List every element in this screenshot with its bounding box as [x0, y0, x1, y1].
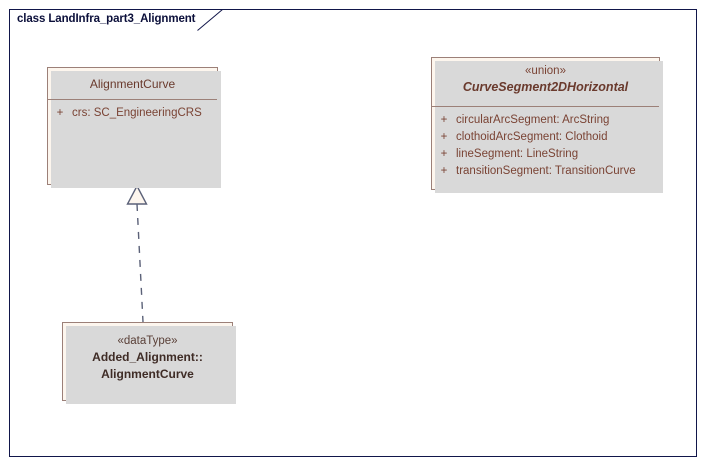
- visibility-marker: +: [440, 148, 448, 160]
- class-box-curve-segment-2d-horizontal[interactable]: «union» CurveSegment2DHorizontal + circu…: [431, 57, 663, 193]
- class-name-alignment-curve-datatype: AlignmentCurve: [101, 367, 194, 381]
- attribute-row[interactable]: + circularArcSegment: ArcString: [432, 112, 659, 129]
- attribute-label: clothoidArcSegment: Clothoid: [456, 131, 608, 143]
- class-name-curve-segment-2d-horizontal: CurveSegment2DHorizontal: [462, 80, 629, 94]
- hollow-triangle-marker: [126, 184, 148, 205]
- class-qualifier-added-alignment: Added_Alignment::: [92, 350, 203, 364]
- attribute-row[interactable]: + transitionSegment: TransitionCurve: [432, 163, 659, 180]
- class-box-added-alignment-alignment-curve[interactable]: «dataType» Added_Alignment:: AlignmentCu…: [62, 322, 236, 404]
- attribute-label: transitionSegment: TransitionCurve: [456, 165, 636, 177]
- attribute-compartment-alignment-curve: + crs: SC_EngineeringCRS: [48, 100, 217, 127]
- class-header-alignment-curve: AlignmentCurve: [48, 68, 217, 99]
- attribute-label: crs: SC_EngineeringCRS: [72, 107, 202, 119]
- visibility-marker: +: [440, 131, 448, 143]
- compartment-separator: [48, 99, 217, 100]
- class-box-alignment-curve[interactable]: AlignmentCurve + crs: SC_EngineeringCRS: [47, 67, 221, 188]
- compartment-separator: [432, 106, 659, 107]
- attribute-row[interactable]: + crs: SC_EngineeringCRS: [48, 105, 217, 122]
- class-name-alignment-curve: AlignmentCurve: [89, 77, 176, 91]
- attribute-label: circularArcSegment: ArcString: [456, 114, 610, 126]
- class-header-added-alignment-alignment-curve: «dataType» Added_Alignment:: AlignmentCu…: [63, 323, 232, 393]
- visibility-marker: +: [56, 107, 64, 119]
- diagram-title-tab[interactable]: class LandInfra_part3_Alignment: [9, 9, 200, 30]
- diagram-title-label: class LandInfra_part3_Alignment: [17, 13, 196, 26]
- attribute-label: lineSegment: LineString: [456, 148, 579, 160]
- dashed-line: [136, 203, 144, 323]
- visibility-marker: +: [440, 114, 448, 126]
- attribute-row[interactable]: + lineSegment: LineString: [432, 146, 659, 163]
- stereotype-label-union: «union»: [525, 65, 566, 77]
- visibility-marker: +: [440, 165, 448, 177]
- diagram-tab-slant-edge: [197, 9, 224, 31]
- stereotype-label-datatype: «dataType»: [117, 335, 178, 347]
- class-header-curve-segment-2d-horizontal: «union» CurveSegment2DHorizontal: [432, 58, 659, 106]
- attribute-row[interactable]: + clothoidArcSegment: Clothoid: [432, 129, 659, 146]
- attribute-compartment-curve-segment-2d-horizontal: + circularArcSegment: ArcString + clotho…: [432, 107, 659, 185]
- realization-connector[interactable]: [110, 180, 180, 330]
